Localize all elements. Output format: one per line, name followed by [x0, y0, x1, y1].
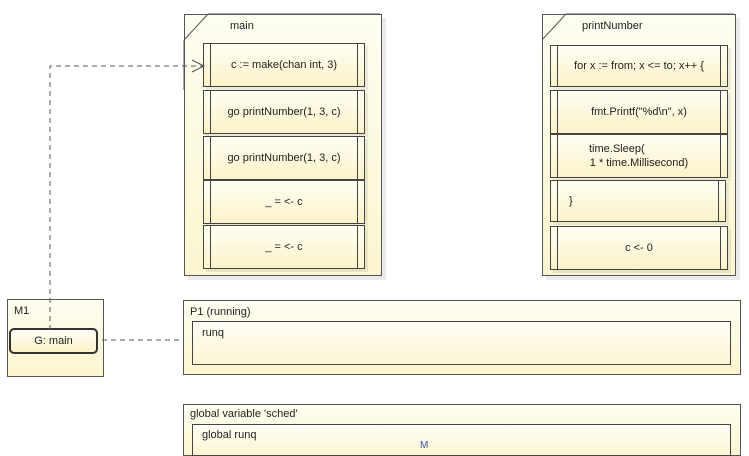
statement-make-chan[interactable]: c := make(chan int, 3) [203, 43, 365, 87]
goroutine-main-button[interactable]: G: main [9, 328, 98, 354]
statement-label: _ = <- c [265, 241, 303, 253]
statement-label: for x := from; x <= to; x++ { [574, 60, 704, 72]
statement-recv-1[interactable]: _ = <- c [203, 180, 365, 224]
main-panel-title: main [230, 20, 254, 32]
sched-global-runq-label: global runq [202, 429, 257, 441]
statement-label: fmt.Printf("%d\n", x) [591, 106, 687, 118]
statement-label: c := make(chan int, 3) [230, 59, 338, 71]
sched-title: global variable 'sched' [190, 408, 298, 420]
statement-sleep[interactable]: time.Sleep( 1 * time.Millisecond) [550, 134, 728, 178]
statement-label: go printNumber(1, 3, c) [227, 152, 341, 164]
p1-runq-box [192, 321, 731, 365]
statement-label: c <- 0 [625, 242, 653, 254]
statement-close-brace[interactable]: } [550, 180, 726, 222]
print-number-panel-title: printNumber [582, 20, 643, 32]
m1-title: M1 [14, 305, 30, 317]
p1-title: P1 (running) [190, 306, 251, 318]
statement-printf[interactable]: fmt.Printf("%d\n", x) [550, 90, 728, 134]
p1-runq-label: runq [202, 327, 225, 339]
statement-recv-2[interactable]: _ = <- c [203, 225, 365, 269]
statement-label: } [569, 195, 573, 207]
statement-go-print-2[interactable]: go printNumber(1, 3, c) [203, 136, 365, 180]
statement-go-print-1[interactable]: go printNumber(1, 3, c) [203, 90, 365, 134]
sched-note-text: M [420, 440, 429, 451]
statement-label-line1: time.Sleep( [589, 143, 645, 155]
sched-global-runq-box [192, 424, 731, 456]
statement-label-line2: 1 * time.Millisecond) [589, 157, 689, 169]
statement-label: go printNumber(1, 3, c) [227, 106, 341, 118]
m1-to-main-dashed-connector [49, 65, 203, 330]
statement-for-loop[interactable]: for x := from; x <= to; x++ { [550, 45, 728, 87]
statement-label: _ = <- c [265, 196, 303, 208]
statement-send-chan[interactable]: c <- 0 [550, 226, 728, 270]
